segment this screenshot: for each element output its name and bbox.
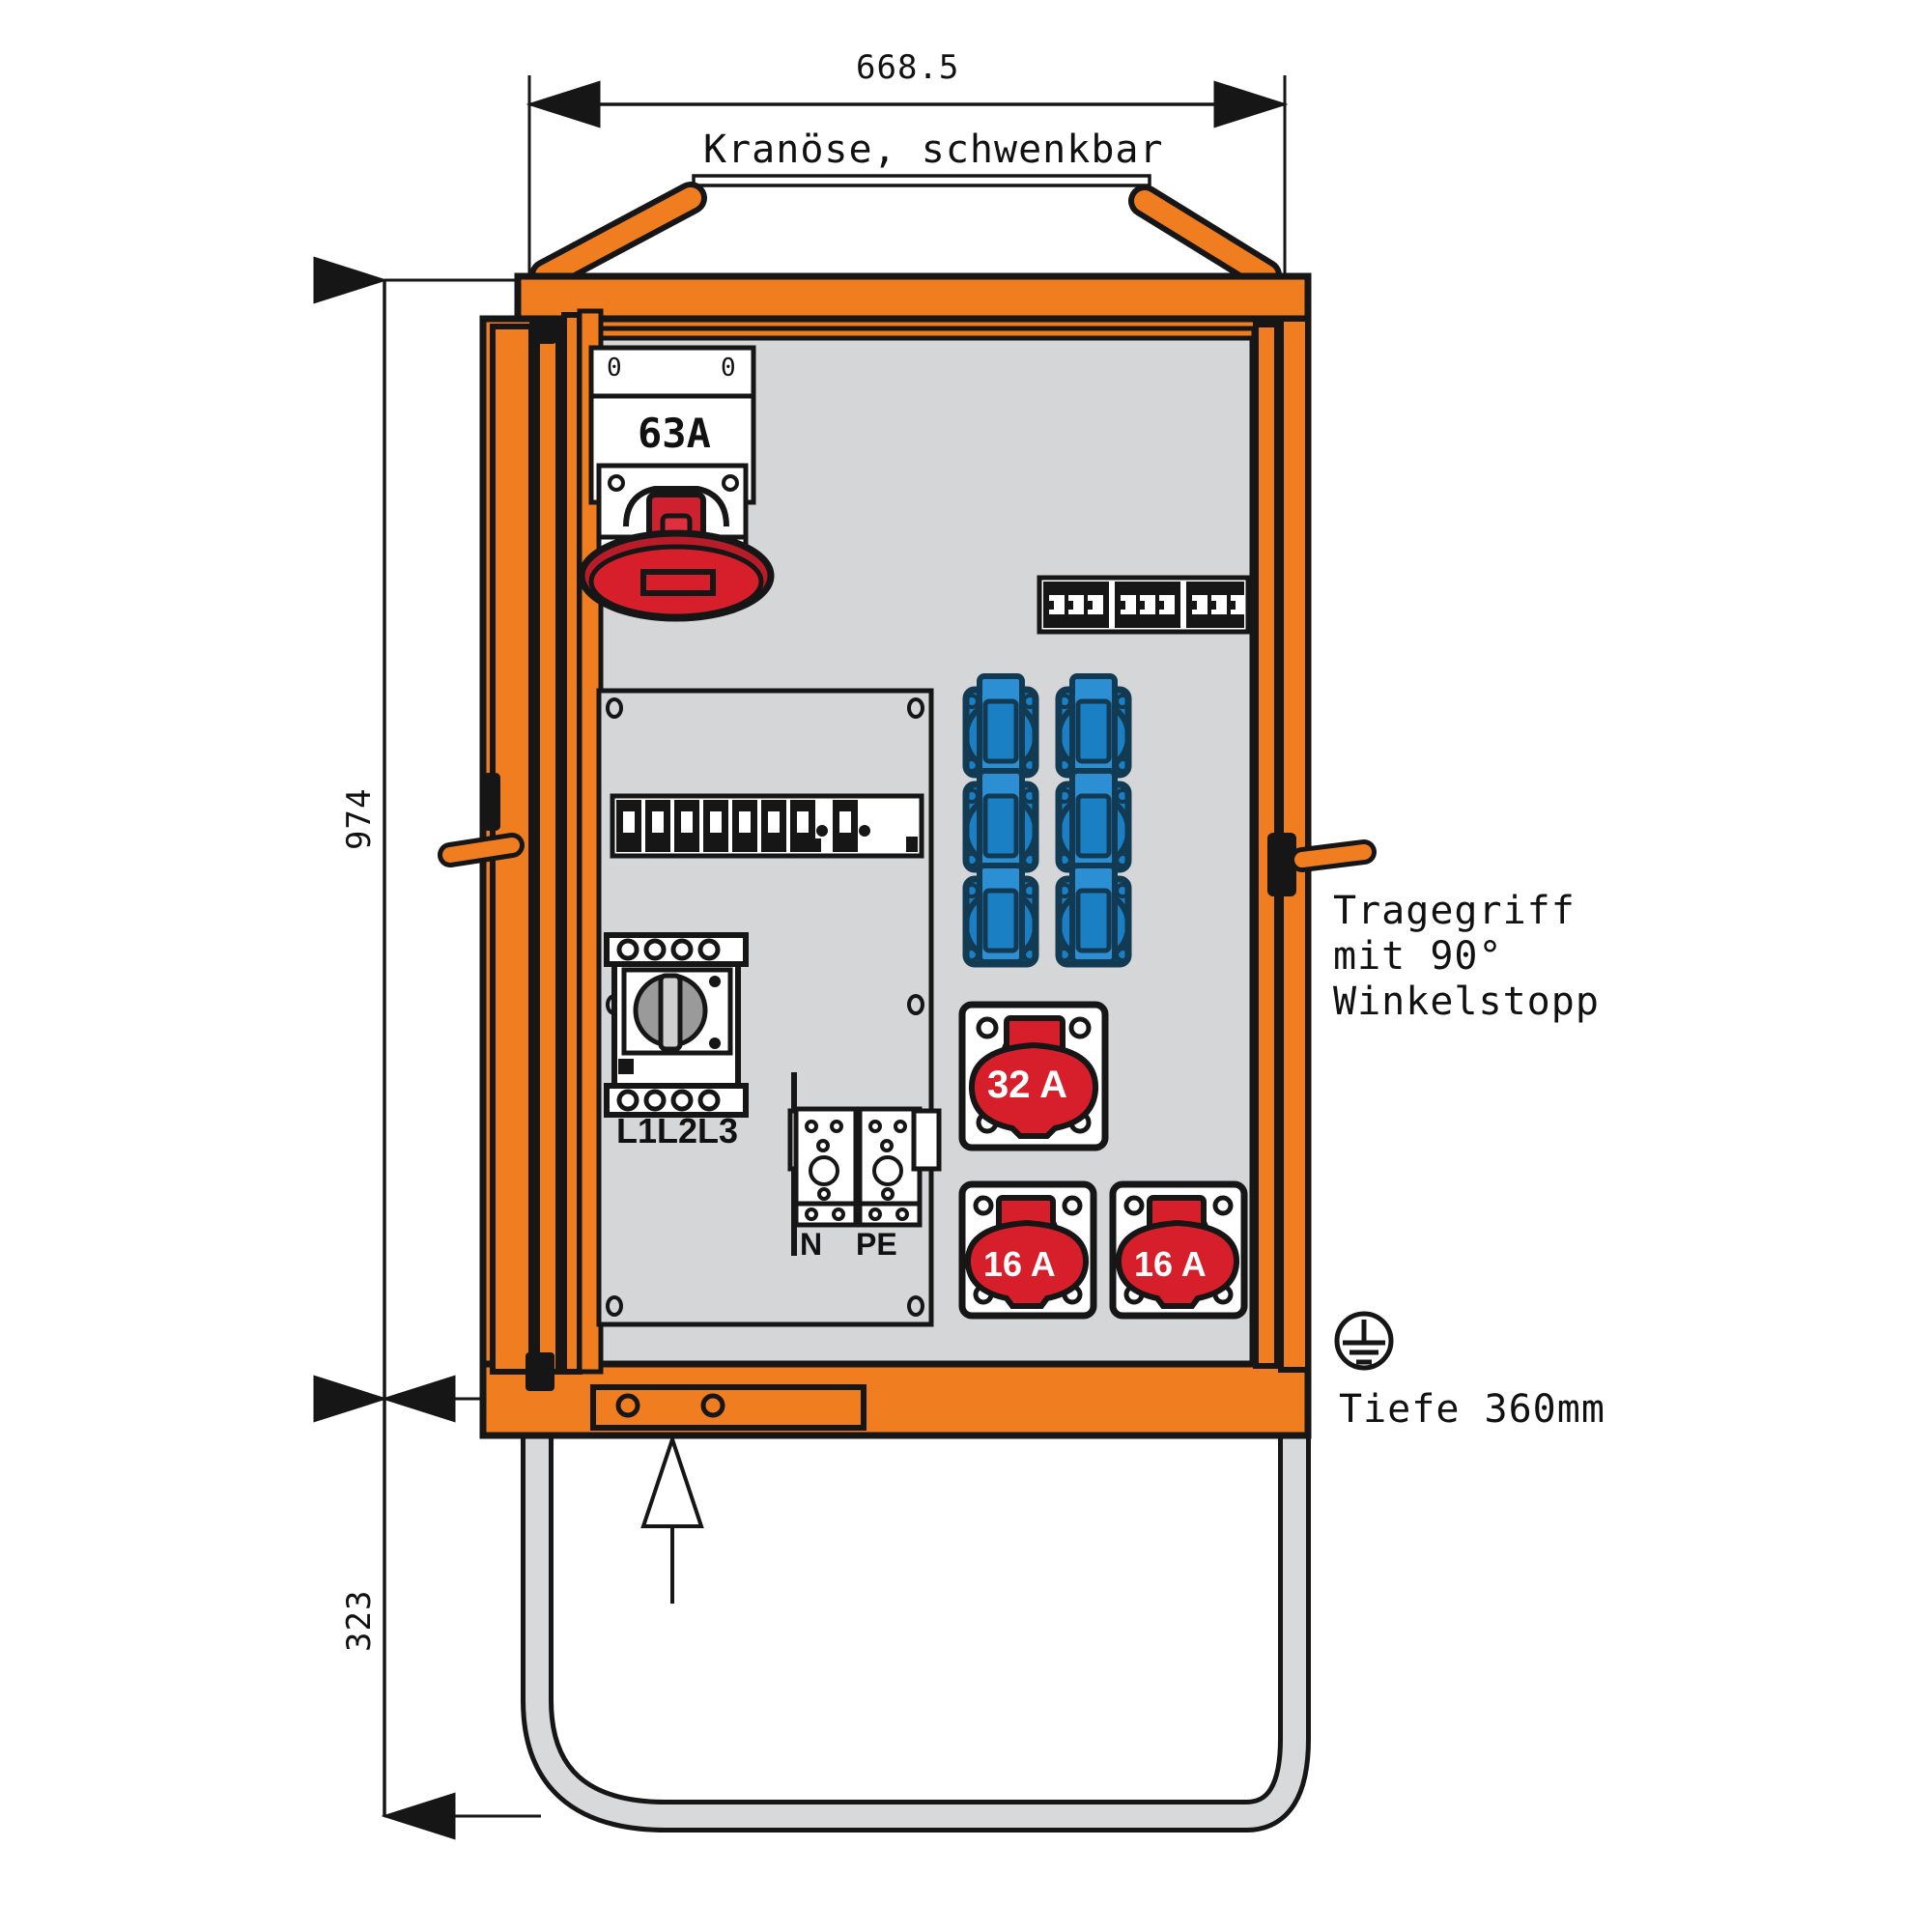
schuko-socket-grid[interactable]: [962, 673, 1132, 968]
dimension-height-cabinet-label: 974: [340, 787, 379, 850]
cee-socket-32a-label: 32 A: [987, 1064, 1068, 1106]
inlet-rating-label: 63A: [638, 410, 711, 457]
phase-label-l1l2l3: L1L2L3: [616, 1111, 739, 1151]
terminal-label-n: N: [800, 1227, 823, 1262]
schuko-socket: [1055, 863, 1132, 968]
crane-eye-note: Kranöse, schwenkbar: [703, 128, 1164, 172]
inlet-marker-right: 0: [721, 354, 736, 383]
cee-socket-16a-left-label: 16 A: [983, 1244, 1056, 1284]
carry-handle-right[interactable]: [1267, 833, 1377, 896]
schuko-socket: [1055, 673, 1132, 779]
support-legs: [521, 1375, 1311, 1833]
inlet-marker-left: 0: [607, 354, 622, 383]
crane-eyes: [529, 182, 1282, 292]
cee-socket-16a-left[interactable]: [958, 1180, 1097, 1320]
rcd-group-top[interactable]: [1037, 575, 1251, 635]
cee-socket-16a-right-label: 16 A: [1134, 1244, 1207, 1284]
orientation-arrow: [640, 1433, 704, 1604]
schuko-socket: [962, 673, 1039, 779]
schuko-socket: [962, 863, 1039, 968]
schuko-socket: [1055, 768, 1132, 873]
dimension-lines: [313, 75, 1289, 1840]
cee-socket-16a-right[interactable]: [1109, 1180, 1248, 1320]
hinge-lugs: [483, 319, 556, 1391]
dimension-height-legs-label: 323: [340, 1589, 379, 1652]
crane-eye-leader: [692, 174, 1151, 222]
depth-note: Tiefe 360mm: [1339, 1387, 1605, 1432]
dimension-width-label: 668.5: [856, 48, 960, 87]
cee-inlet-63a[interactable]: [578, 345, 775, 622]
earth-ground-icon: [1334, 1311, 1394, 1371]
mcb-row[interactable]: [610, 793, 924, 859]
carry-handle-note: Tragegriff mit 90° Winkelstopp: [1333, 889, 1600, 1025]
cee-socket-32a[interactable]: [958, 1001, 1109, 1151]
side-handle-left[interactable]: [438, 833, 525, 867]
schuko-socket: [962, 768, 1039, 873]
terminal-blocks-n-pe: [787, 1072, 942, 1256]
door-hinge-stack: [490, 312, 582, 1375]
terminal-label-pe: PE: [856, 1227, 897, 1262]
motor-protection-switch[interactable]: [604, 932, 749, 1118]
